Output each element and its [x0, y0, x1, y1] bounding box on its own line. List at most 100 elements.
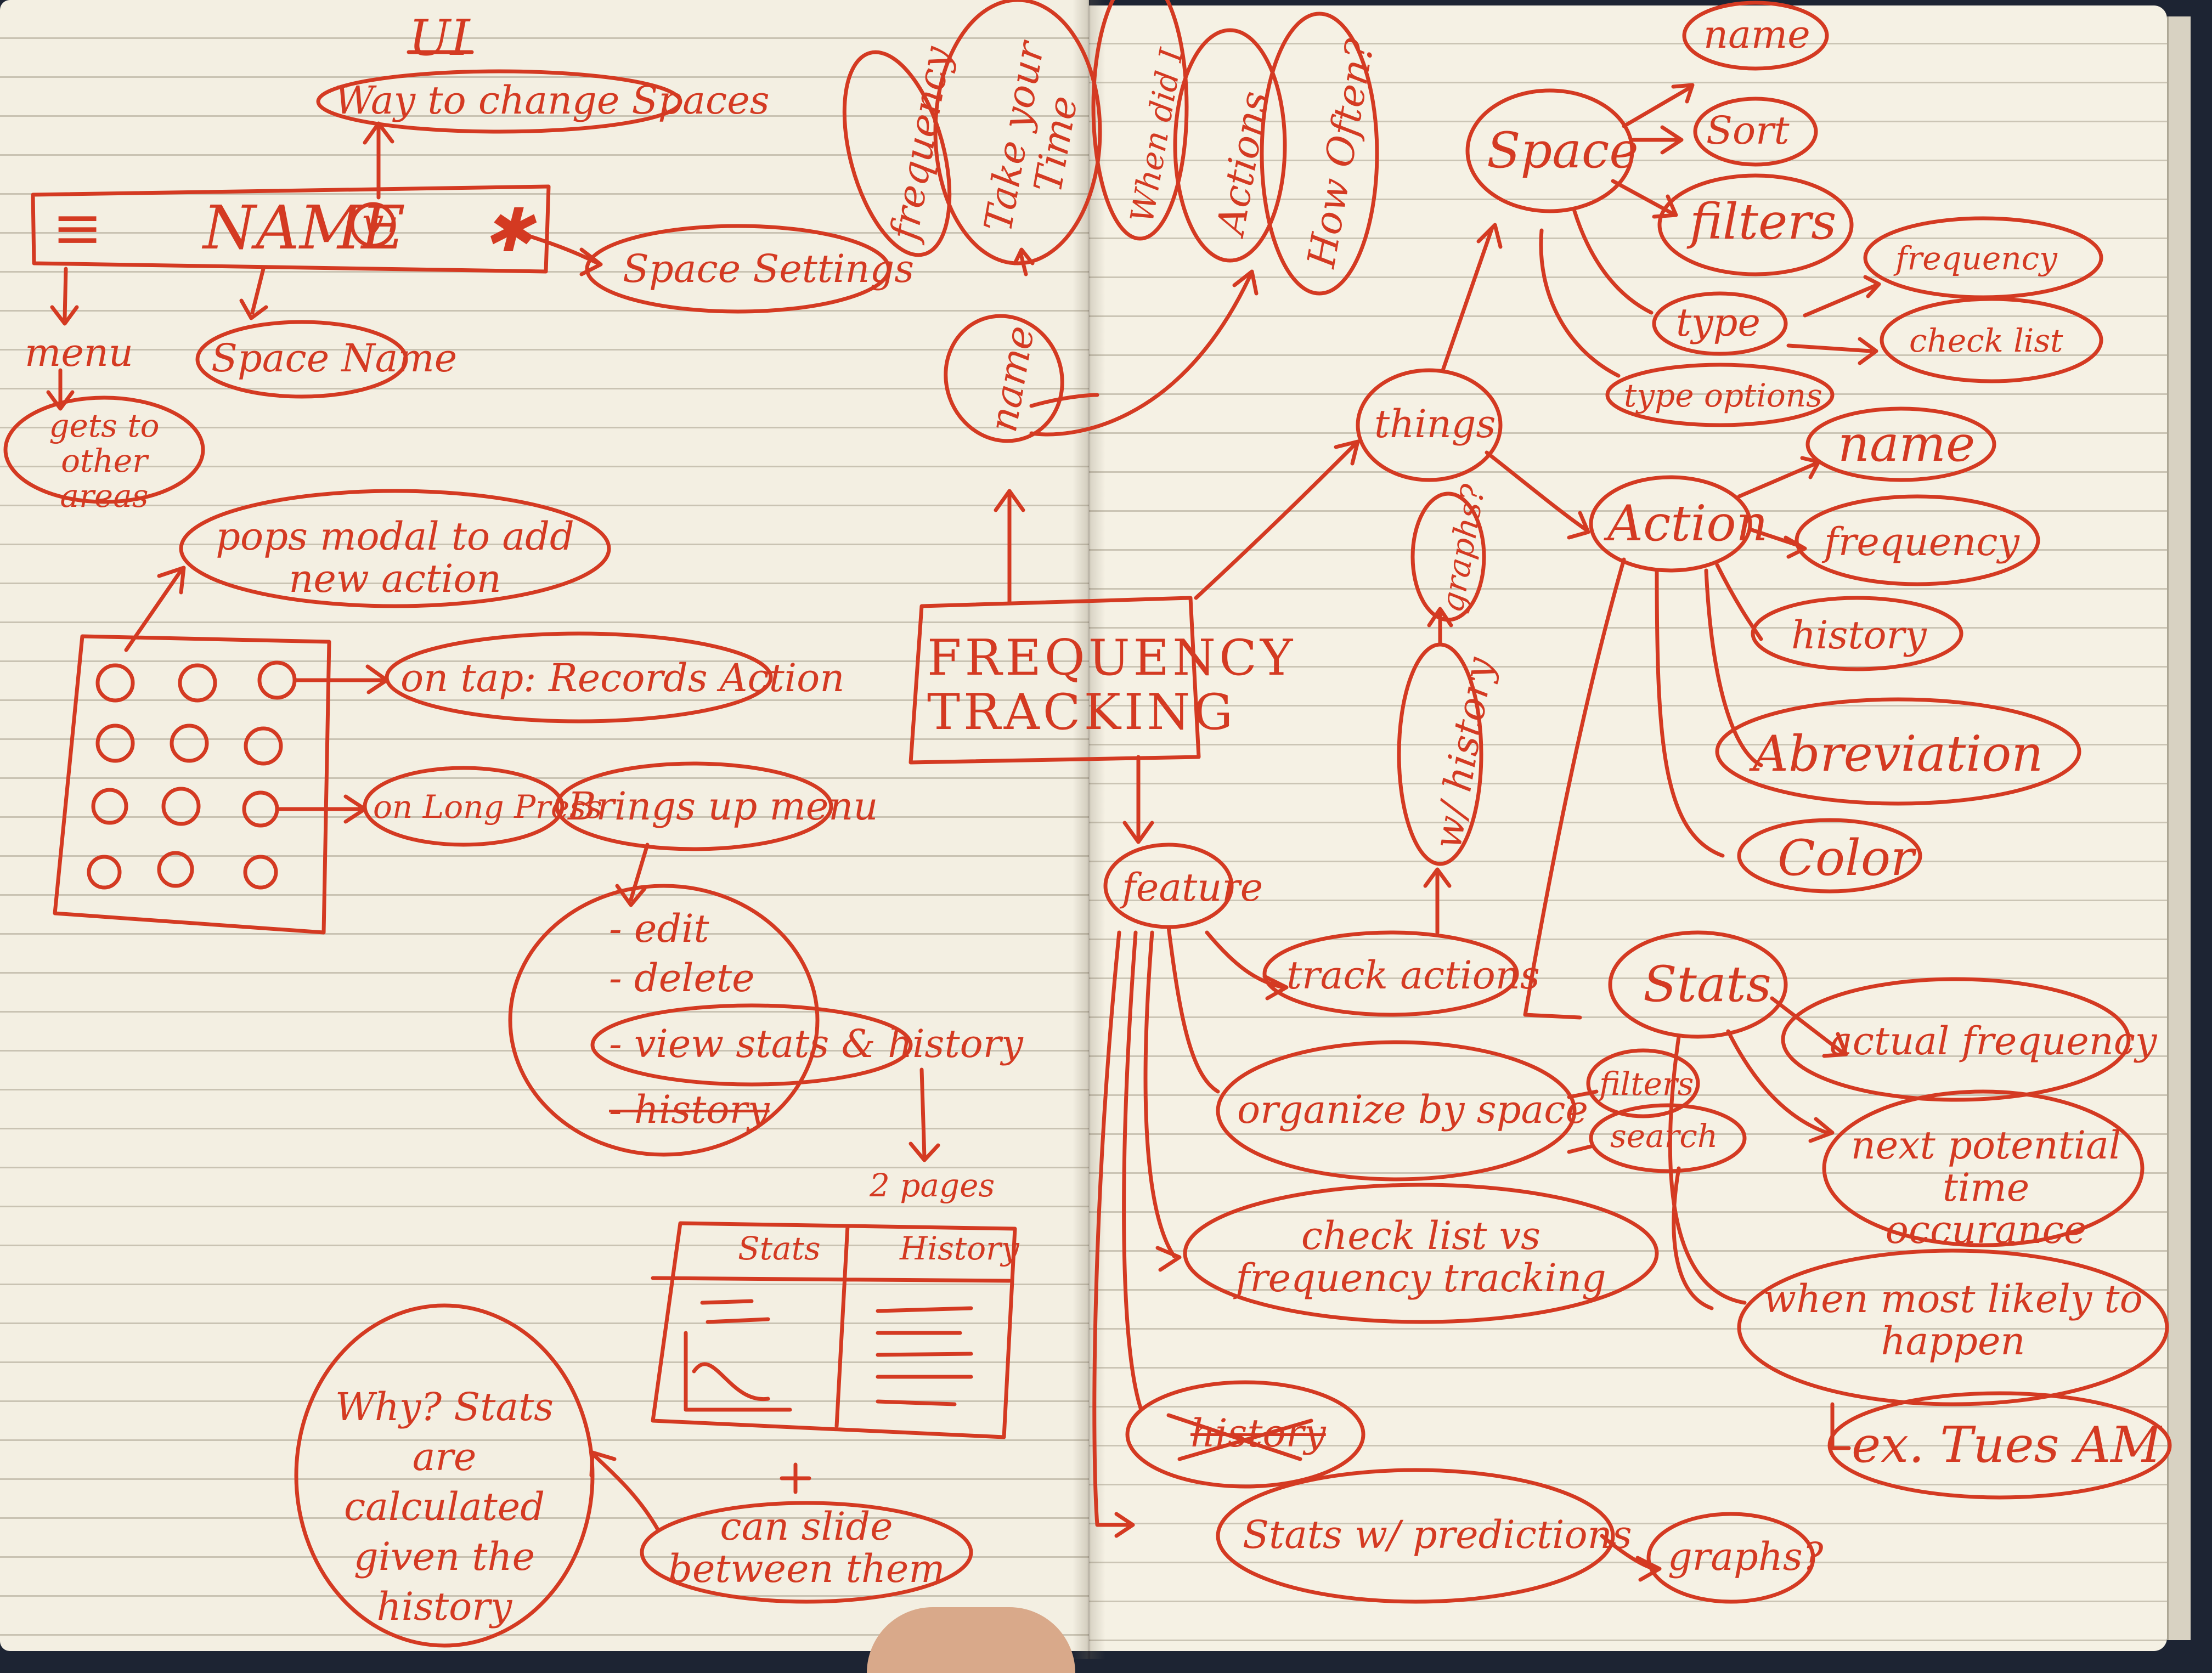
space-child-type: type	[1676, 300, 1760, 345]
graphs-bottom-bubble	[1646, 1512, 1815, 1604]
stats-child-actual-frequency: actual frequency	[1830, 1019, 2157, 1064]
can-slide-label: can slide between them	[668, 1504, 945, 1591]
search-small-bubble	[1589, 1103, 1747, 1173]
long-press-bubble	[363, 766, 565, 847]
checklist-vs-freq-label: check list vs frequency tracking	[1235, 1213, 1606, 1301]
why-arrow	[589, 1450, 661, 1533]
menu-down-arrow-2	[615, 843, 650, 907]
type-child	[1652, 291, 1788, 356]
action-bubble	[1589, 475, 1752, 573]
notebook-gutter	[1073, 0, 1105, 1659]
things-bubble	[1356, 368, 1503, 482]
mini-graph	[684, 1331, 792, 1412]
space-child-name: name	[1703, 12, 1810, 57]
stats-label: Stats	[1643, 956, 1771, 1013]
menu-glyph[interactable]: ≡	[52, 193, 103, 263]
checklist-vs-freq-bubble	[1183, 1183, 1659, 1324]
two-pages-label: 2 pages	[870, 1167, 995, 1204]
menu-option-view-stats: - view stats & history	[609, 1021, 1023, 1066]
view-stats-bubble	[590, 1003, 913, 1087]
name-bubble	[944, 314, 1064, 443]
track-actions-bubble	[1262, 930, 1519, 1017]
most-likely-child	[1737, 1248, 2169, 1406]
stats-child-next-potential: next potential time occurance	[1850, 1123, 2121, 1252]
filters-small-bubble	[1586, 1048, 1700, 1118]
menu-down-arrow	[46, 368, 75, 411]
change-spaces-bubble	[316, 69, 682, 134]
space-settings-label: Space Settings	[623, 246, 915, 291]
action-label: Action	[1607, 495, 1768, 552]
when-did-i-bubble	[1091, 0, 1189, 241]
type-child-frequency: frequency	[1895, 240, 2057, 277]
on-tap-bubble	[385, 631, 773, 724]
action-abbreviation-child	[1715, 697, 2081, 806]
chevron-circle	[350, 202, 396, 248]
frequency-bubble	[842, 50, 952, 257]
menu-option-edit: - edit	[609, 906, 709, 951]
on-tap-label: on tap: Records Action	[400, 655, 845, 700]
button-grid-box	[53, 634, 331, 935]
slide-star	[780, 1462, 811, 1494]
pages-arrow	[909, 1067, 940, 1162]
graphs-bottom-label: graphs?	[1668, 1534, 1824, 1579]
how-often-bubble	[1260, 12, 1379, 296]
change-spaces-label: Way to change Spaces	[335, 78, 770, 123]
action-child-name: name	[1838, 415, 1976, 473]
page-edge	[2167, 16, 2191, 1640]
other-areas-label: gets to other areas	[49, 407, 160, 515]
tap-arrow	[294, 664, 389, 694]
take-your-time-bubble	[933, 0, 1102, 265]
tabs-sketch	[651, 1221, 1017, 1439]
right-page	[1089, 5, 2167, 1651]
feature-label: feature	[1122, 865, 1263, 910]
filters-child	[1657, 173, 1854, 276]
menu-option-delete: - delete	[609, 956, 755, 1001]
menu-options-bubble	[508, 884, 820, 1157]
brings-up-menu-label: Brings up menu	[568, 784, 878, 829]
action-name-child	[1805, 406, 1996, 482]
tab-history: History	[900, 1230, 1019, 1267]
track-actions-label: track actions	[1286, 953, 1540, 998]
things-label: things	[1374, 402, 1496, 446]
space-child-type-options: type options	[1624, 377, 1822, 414]
action-child-history: history	[1791, 613, 1927, 658]
menu-arrow	[50, 267, 79, 326]
sort-child	[1693, 97, 1818, 167]
organize-by-space-label: organize by space	[1237, 1087, 1588, 1132]
pops-modal-bubble	[179, 489, 611, 608]
action-color-child	[1737, 818, 1922, 894]
space-name-child	[1682, 1, 1829, 71]
history-struck-label: history	[1190, 1411, 1326, 1456]
space-child-filters: filters	[1690, 193, 1837, 251]
header-bar-box	[31, 184, 551, 274]
space-bubble	[1465, 88, 1634, 213]
left-page	[0, 0, 1089, 1651]
why-label: Why? Stats are calculated given the hist…	[335, 1384, 554, 1629]
stats-child-most-likely: when most likely to happen	[1763, 1276, 2143, 1364]
stats-predictions-label: Stats w/ predictions	[1243, 1512, 1632, 1557]
organize-search-label: search	[1610, 1117, 1718, 1155]
frequency-tracking-box	[909, 596, 1201, 765]
ui-heading: UI	[409, 9, 470, 67]
tab-stats: Stats	[738, 1230, 821, 1267]
organize-filters-label: filters	[1599, 1065, 1694, 1103]
actual-frequency-child	[1781, 977, 2131, 1102]
action-history-child	[1751, 596, 1963, 671]
type-child-checklist: check list	[1909, 322, 2063, 359]
stats-bubble	[1608, 930, 1788, 1039]
space-child-sort: Sort	[1706, 108, 1790, 153]
action-frequency-child	[1795, 494, 2040, 586]
graphs-top-bubble	[1410, 491, 1486, 622]
space-settings-bubble	[585, 224, 891, 314]
chevron-icon[interactable]: v	[362, 200, 384, 245]
next-potential-child	[1822, 1089, 2145, 1247]
menu-label: menu	[25, 330, 133, 375]
settings-icon[interactable]: ✱	[483, 195, 534, 265]
stats-child-example: ex. Tues AM	[1852, 1416, 2162, 1474]
action-child-color: Color	[1778, 829, 1915, 887]
organize-by-space-bubble	[1216, 1040, 1577, 1182]
space-name-bubble	[195, 320, 408, 399]
history-strike-x	[1166, 1413, 1313, 1461]
chevron-arrow	[363, 121, 394, 200]
